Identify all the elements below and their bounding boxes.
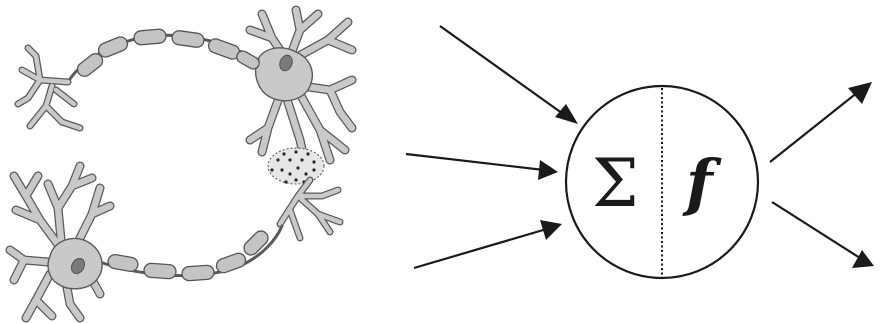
myelin-segment xyxy=(171,30,205,48)
myelin-segment xyxy=(107,254,139,273)
upper-neuron xyxy=(250,10,352,168)
input-arrow-1 xyxy=(440,26,578,124)
artificial-neuron-model: Σ f xyxy=(406,26,874,278)
lower-axon-terminals xyxy=(280,180,340,238)
myelin-segment xyxy=(96,35,129,59)
synapse-cloud xyxy=(268,148,324,184)
output-arrow-2 xyxy=(772,202,874,268)
myelin-segment xyxy=(144,263,177,279)
lower-neuron xyxy=(10,166,110,318)
myelin-segment xyxy=(235,49,262,71)
myelin-segment xyxy=(215,251,248,274)
neuron-node: Σ f xyxy=(566,86,758,278)
myelin-segment xyxy=(133,29,166,46)
output-arrow-1 xyxy=(770,82,872,162)
lower-axon xyxy=(100,226,282,281)
upper-axon-terminals xyxy=(18,48,80,128)
summation-symbol: Σ xyxy=(592,145,639,222)
input-arrow-2 xyxy=(406,154,558,180)
upper-axon xyxy=(68,29,261,82)
biological-neurons-illustration xyxy=(10,10,352,318)
myelin-segment xyxy=(241,228,271,258)
input-arrow-3 xyxy=(414,220,562,268)
myelin-segment xyxy=(182,265,215,281)
